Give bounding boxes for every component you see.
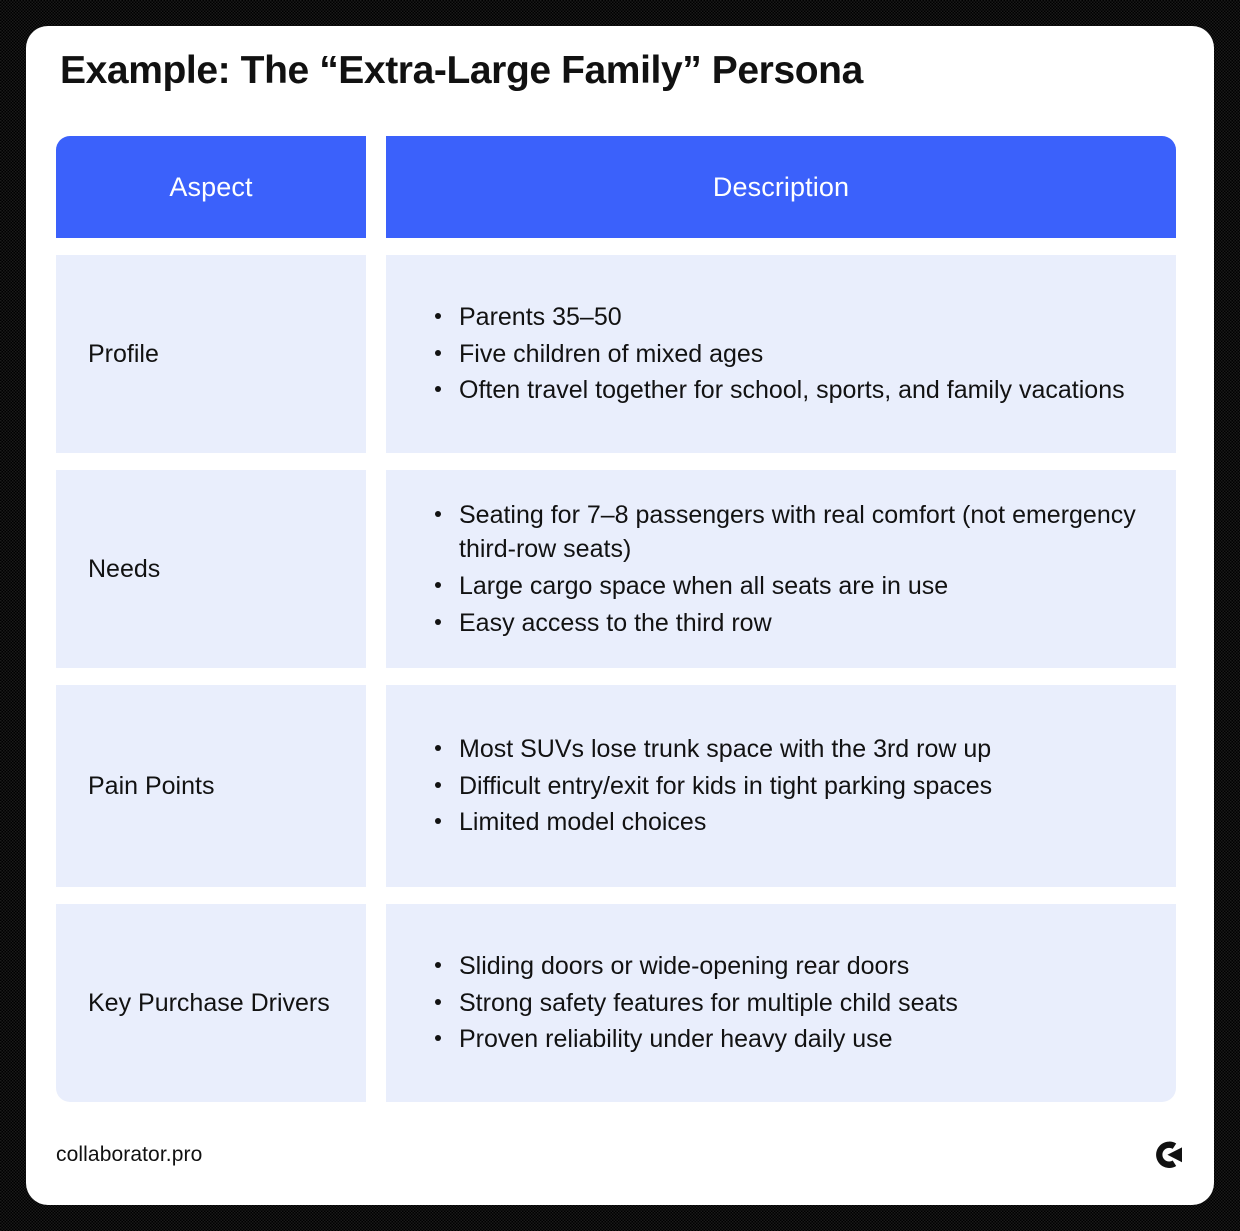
list-item: Parents 35–50 xyxy=(432,300,1154,335)
list-item-text: Proven reliability under heavy daily use xyxy=(459,1025,893,1054)
table-cell-description: Sliding doors or wide-opening rear doors… xyxy=(386,904,1176,1102)
table-row: Pain Points Most SUVs lose trunk space w… xyxy=(56,685,1176,887)
list-item-text: Difficult entry/exit for kids in tight p… xyxy=(459,771,993,800)
table-cell-description: Parents 35–50 Five children of mixed age… xyxy=(386,255,1176,453)
content-card: Example: The “Extra-Large Family” Person… xyxy=(26,26,1214,1205)
list-item: Difficult entry/exit for kids in tight p… xyxy=(432,769,1154,804)
bullet-dot-icon xyxy=(435,961,441,968)
column-header-aspect: Aspect xyxy=(56,136,366,238)
list-item-text: Strong safety features for multiple chil… xyxy=(459,988,958,1017)
collaborator-logo-icon xyxy=(1152,1138,1186,1172)
list-item: Often travel together for school, sports… xyxy=(432,373,1154,408)
bullet-dot-icon xyxy=(435,998,441,1005)
list-item-text: Seating for 7–8 passengers with real com… xyxy=(459,500,1136,564)
list-item: Strong safety features for multiple chil… xyxy=(432,986,1154,1021)
table-row: Key Purchase Drivers Sliding doors or wi… xyxy=(56,904,1176,1102)
list-item-text: Easy access to the third row xyxy=(459,608,772,637)
aspect-label: Profile xyxy=(88,340,159,368)
list-item-text: Large cargo space when all seats are in … xyxy=(459,572,949,600)
bullet-dot-icon xyxy=(435,349,441,356)
column-header-description: Description xyxy=(386,136,1176,238)
aspect-label: Key Purchase Drivers xyxy=(88,989,330,1017)
list-item-text: Parents 35–50 xyxy=(459,302,622,331)
list-item: Five children of mixed ages xyxy=(432,337,1154,372)
page-title: Example: The “Extra-Large Family” Person… xyxy=(60,49,863,92)
table-cell-aspect: Key Purchase Drivers xyxy=(56,904,366,1102)
list-item: Sliding doors or wide-opening rear doors xyxy=(432,949,1154,984)
table-row: Profile Parents 35–50 Five children of m… xyxy=(56,255,1176,453)
table-cell-aspect: Pain Points xyxy=(56,685,366,887)
bullet-dot-icon xyxy=(435,618,441,625)
list-item-text: Five children of mixed ages xyxy=(459,339,764,368)
column-header-aspect-label: Aspect xyxy=(169,171,253,202)
table-header-row: Aspect Description xyxy=(56,136,1176,238)
list-item: Seating for 7–8 passengers with real com… xyxy=(432,498,1154,568)
table-cell-description: Seating for 7–8 passengers with real com… xyxy=(386,470,1176,668)
footer-site-label: collaborator.pro xyxy=(56,1143,203,1166)
bullet-dot-icon xyxy=(435,312,441,319)
bullet-dot-icon xyxy=(435,1035,441,1042)
bullet-dot-icon xyxy=(435,744,441,751)
bullet-dot-icon xyxy=(435,510,441,517)
bullet-dot-icon xyxy=(435,582,441,588)
persona-table: Aspect Description Profile Parents 35–50… xyxy=(56,136,1176,1102)
table-row: Needs Seating for 7–8 passengers with re… xyxy=(56,470,1176,668)
list-item: Proven reliability under heavy daily use xyxy=(432,1022,1154,1057)
table-cell-aspect: Needs xyxy=(56,470,366,668)
list-item: Most SUVs lose trunk space with the 3rd … xyxy=(432,732,1154,767)
list-item: Easy access to the third row xyxy=(432,606,1154,641)
list-item-text: Limited model choices xyxy=(459,808,707,837)
bullet-list: Parents 35–50 Five children of mixed age… xyxy=(432,300,1154,408)
list-item-text: Most SUVs lose trunk space with the 3rd … xyxy=(459,734,992,763)
table-cell-aspect: Profile xyxy=(56,255,366,453)
bullet-dot-icon xyxy=(435,781,441,788)
bullet-list: Sliding doors or wide-opening rear doors… xyxy=(432,949,1154,1057)
list-item: Limited model choices xyxy=(432,805,1154,840)
aspect-label: Pain Points xyxy=(88,772,215,800)
bullet-dot-icon xyxy=(435,386,441,393)
list-item-text: Sliding doors or wide-opening rear doors xyxy=(459,951,910,980)
bullet-dot-icon xyxy=(435,818,441,825)
aspect-label: Needs xyxy=(88,555,161,583)
bullet-list: Seating for 7–8 passengers with real com… xyxy=(432,498,1154,641)
table-cell-description: Most SUVs lose trunk space with the 3rd … xyxy=(386,685,1176,887)
list-item: Large cargo space when all seats are in … xyxy=(432,569,1154,604)
bullet-list: Most SUVs lose trunk space with the 3rd … xyxy=(432,732,1154,840)
footer: collaborator.pro xyxy=(56,1135,1186,1175)
column-header-description-label: Description xyxy=(712,171,850,202)
list-item-text: Often travel together for school, sports… xyxy=(459,376,1125,405)
